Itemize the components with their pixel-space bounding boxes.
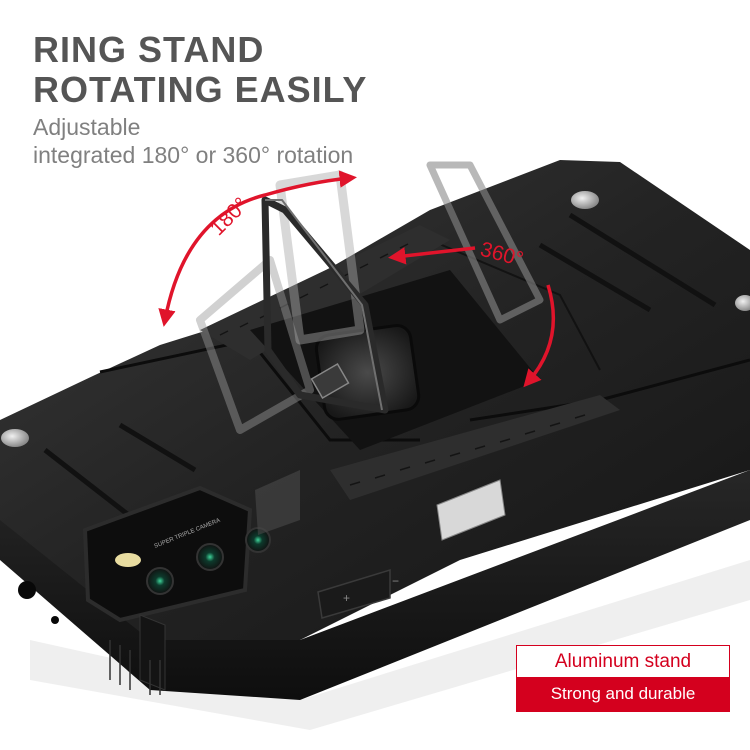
rotation-arrow-360 <box>388 246 476 265</box>
screw-icon <box>1 429 29 447</box>
subtitle-line-2: integrated 180° or 360° rotation <box>33 142 354 168</box>
power-button[interactable] <box>436 479 506 541</box>
camera-module <box>82 485 253 623</box>
volume-minus-label: − <box>392 574 399 588</box>
headline-line-1: RING STAND <box>33 29 265 70</box>
badge-top-label: Aluminum stand <box>517 646 729 677</box>
volume-button[interactable] <box>317 568 391 619</box>
badge-bottom-label: Strong and durable <box>517 677 729 711</box>
flash-icon <box>115 553 141 567</box>
headline: RING STAND ROTATING EASILY <box>33 30 367 110</box>
feature-badge: Aluminum stand Strong and durable <box>516 645 730 712</box>
screw-icon <box>571 191 599 209</box>
subtitle: Adjustable integrated 180° or 360° rotat… <box>33 113 353 169</box>
volume-plus-label: + <box>343 591 350 605</box>
screw-icon <box>735 295 750 311</box>
grip-strip-bottom <box>330 395 620 500</box>
camera-lens <box>146 567 174 595</box>
case-side-edge <box>0 440 750 700</box>
headphone-port <box>18 581 36 599</box>
rotation-arrow-180 <box>158 170 357 327</box>
headline-line-2: ROTATING EASILY <box>33 69 368 110</box>
camera-lens <box>196 543 224 571</box>
subtitle-line-1: Adjustable <box>33 114 141 140</box>
